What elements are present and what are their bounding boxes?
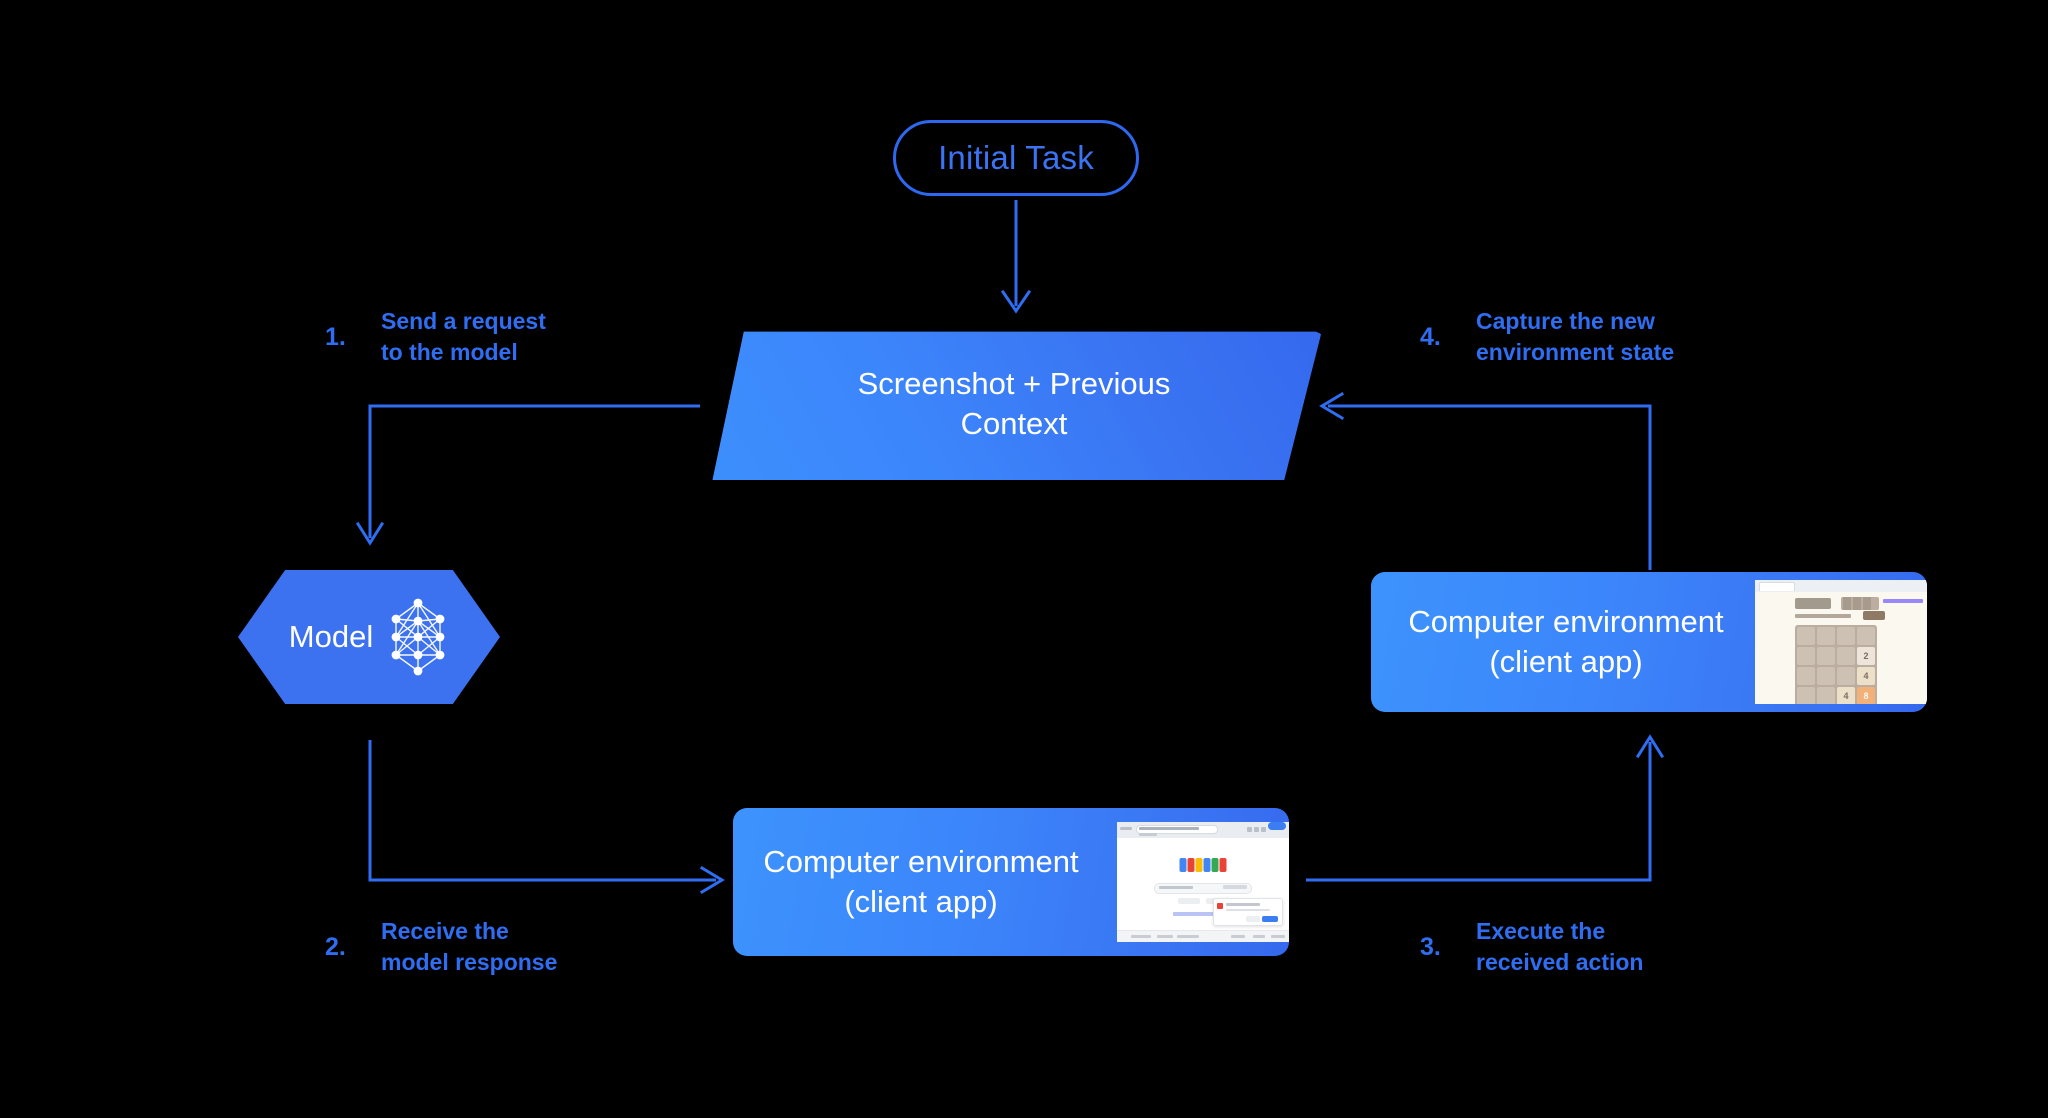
model-node-shape bbox=[238, 570, 500, 704]
2048-page-body: 2 4 4 8 bbox=[1755, 592, 1927, 704]
dialog-title bbox=[1226, 903, 1260, 906]
tile-cell-8: 8 bbox=[1857, 687, 1875, 704]
sign-in-button[interactable] bbox=[1268, 822, 1286, 830]
context-node[interactable]: Screenshot + Previous Context bbox=[707, 328, 1321, 480]
neural-network-icon bbox=[391, 598, 445, 676]
env-bottom-line1: Computer environment bbox=[763, 843, 1079, 879]
tile-cell-4: 4 bbox=[1857, 667, 1875, 685]
tile-cell bbox=[1817, 627, 1835, 645]
google-search-placeholder bbox=[1159, 886, 1193, 889]
computer-environment-right-node[interactable]: Computer environment (client app) bbox=[1371, 572, 1927, 712]
step-3-number: 3. bbox=[1420, 932, 1441, 961]
2048-score-boxes bbox=[1841, 597, 1879, 610]
google-page-body bbox=[1117, 838, 1289, 942]
arrow-model-to-bottom-env bbox=[368, 740, 725, 895]
tile-cell bbox=[1837, 647, 1855, 665]
step-4-caption: 4. Capture the new environment state bbox=[1420, 306, 1674, 369]
context-node-line1: Screenshot + Previous bbox=[857, 366, 1171, 402]
2048-subtitle bbox=[1795, 614, 1851, 618]
dialog-body-text bbox=[1226, 909, 1270, 911]
arrow-context-to-model bbox=[355, 404, 700, 546]
computer-environment-bottom-node[interactable]: Computer environment (client app) bbox=[733, 808, 1289, 956]
step-1-text: Send a request to the model bbox=[381, 308, 546, 366]
2048-new-game-button[interactable] bbox=[1863, 611, 1885, 620]
step-2-text: Receive the model response bbox=[381, 918, 558, 976]
env-right-label: Computer environment (client app) bbox=[1383, 602, 1749, 683]
google-dialog-popup[interactable] bbox=[1213, 898, 1283, 926]
env-bottom-label: Computer environment (client app) bbox=[743, 842, 1099, 923]
google-footer bbox=[1117, 930, 1289, 942]
dialog-primary-button[interactable] bbox=[1262, 916, 1278, 922]
google-search-icons bbox=[1223, 885, 1247, 889]
browser-nav-icons bbox=[1120, 827, 1132, 830]
tile-cell-2: 2 bbox=[1857, 647, 1875, 665]
browser-url-text bbox=[1139, 827, 1199, 830]
step-1-caption: 1. Send a request to the model bbox=[325, 306, 546, 369]
initial-task-node[interactable]: Initial Task bbox=[893, 120, 1139, 196]
step-4-text: Capture the new environment state bbox=[1476, 308, 1675, 366]
tile-cell bbox=[1857, 627, 1875, 645]
browser-tab bbox=[1759, 582, 1795, 591]
arrow-initial-to-context bbox=[1000, 200, 1032, 314]
google-logo-icon bbox=[1179, 858, 1227, 872]
arrow-right-env-to-context bbox=[1319, 391, 1652, 570]
google-search-input[interactable] bbox=[1154, 883, 1252, 894]
step-4-number: 4. bbox=[1420, 322, 1441, 351]
step-3-text: Execute the received action bbox=[1476, 918, 1644, 976]
context-node-line2: Context bbox=[960, 406, 1068, 441]
2048-grid[interactable]: 2 4 4 8 bbox=[1795, 625, 1877, 704]
tile-cell bbox=[1817, 687, 1835, 704]
step-2-number: 2. bbox=[325, 932, 346, 961]
2048-game-thumbnail[interactable]: 2 4 4 8 bbox=[1755, 580, 1927, 704]
tile-cell bbox=[1837, 627, 1855, 645]
2048-site-title bbox=[1795, 598, 1831, 609]
google-offered-link[interactable] bbox=[1173, 912, 1233, 916]
tile-cell bbox=[1797, 687, 1815, 704]
env-bottom-line2: (client app) bbox=[844, 884, 998, 919]
dialog-icon bbox=[1217, 903, 1223, 909]
browser-toolbar-icons bbox=[1247, 826, 1285, 833]
browser-url-subtext bbox=[1139, 833, 1157, 836]
tile-cell bbox=[1817, 667, 1835, 685]
tile-cell-4: 4 bbox=[1837, 687, 1855, 704]
tile-cell bbox=[1817, 647, 1835, 665]
tile-cell bbox=[1797, 627, 1815, 645]
2048-header-links bbox=[1883, 599, 1923, 603]
tile-cell bbox=[1837, 667, 1855, 685]
dialog-secondary-button[interactable] bbox=[1246, 916, 1260, 922]
tile-cell bbox=[1797, 667, 1815, 685]
model-node-label: Model bbox=[288, 619, 374, 654]
step-3-caption: 3. Execute the received action bbox=[1420, 916, 1643, 979]
env-right-line2: (client app) bbox=[1489, 644, 1643, 679]
step-2-caption: 2. Receive the model response bbox=[325, 916, 557, 979]
env-right-line1: Computer environment bbox=[1408, 603, 1724, 639]
step-1-number: 1. bbox=[325, 322, 346, 351]
tile-cell bbox=[1797, 647, 1815, 665]
arrow-bottom-env-to-right-env bbox=[1306, 734, 1665, 882]
context-node-text: Screenshot + Previous Context bbox=[707, 328, 1321, 480]
context-node-shape bbox=[712, 331, 1321, 480]
model-node[interactable]: Model bbox=[238, 570, 500, 704]
initial-task-label: Initial Task bbox=[938, 139, 1094, 176]
google-search-thumbnail[interactable] bbox=[1117, 822, 1289, 942]
